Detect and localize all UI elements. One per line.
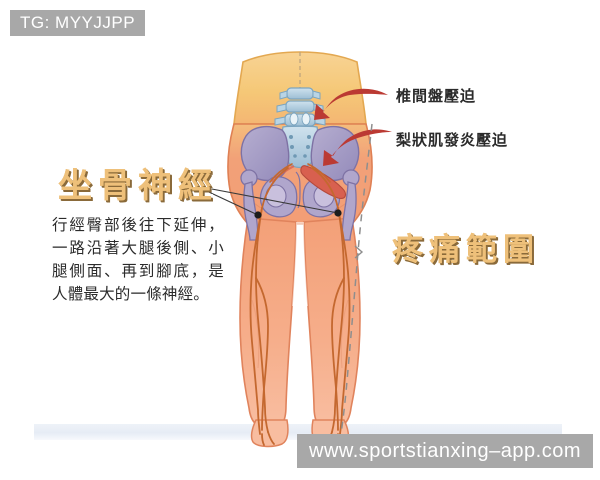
pointer-lines <box>195 185 339 216</box>
sciatic-nerve-title-fill: 坐骨神經 <box>58 166 218 206</box>
callout-label-piriformis-compression: 梨狀肌發炎壓迫 <box>396 131 509 149</box>
watermark-top-left: TG: MYYJJPP <box>10 10 146 36</box>
watermark-bottom-right: www.sportstianxing–app.com <box>297 434 594 468</box>
pain-range-arrow-tick <box>354 245 364 259</box>
piriformis-muscle <box>300 165 347 199</box>
sciatic-nerve-description: 行經臀部後往下延伸，一路沿著大腿後側、小腿側面、再到腳底，是人體最大的一條神經。 <box>52 216 224 303</box>
pain-range-title-fill: 疼痛範圍 <box>392 232 540 268</box>
arrow-piriformis-compression <box>323 129 392 166</box>
sciatic-nerve-title-outline: 坐骨神經 <box>56 164 218 208</box>
callout-label-disc-compression: 椎間盤壓迫 <box>396 87 477 105</box>
ilium-left <box>240 125 290 182</box>
femur-left <box>240 169 259 241</box>
arrow-disc-compression <box>314 88 388 120</box>
sciatic-nerve-right <box>311 167 345 433</box>
pain-range-dashed-guide <box>339 123 373 441</box>
nerve-marker-right <box>334 209 342 217</box>
red-arrows <box>314 88 392 166</box>
nerve-marker-left <box>254 211 262 219</box>
sciatic-nerve-left <box>255 167 289 433</box>
sciatic-nerve-paths <box>249 163 351 446</box>
pain-range-title-outline: 疼痛範圍 <box>390 230 540 270</box>
